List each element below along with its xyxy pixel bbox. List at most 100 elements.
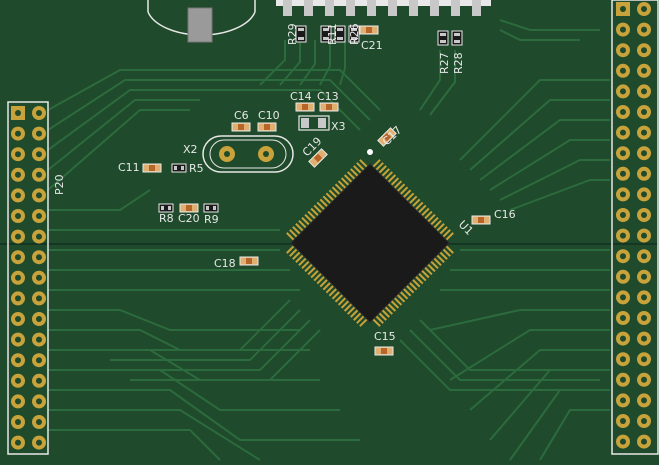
label-c16: C16 (494, 208, 516, 221)
ic-pin (414, 201, 424, 211)
ic-pin (331, 186, 341, 195)
p20-pin-hole (15, 357, 21, 364)
capacitor (231, 122, 251, 132)
ic-pin (405, 192, 415, 202)
p20-pin-hole (15, 110, 21, 116)
label-r5: R5 (189, 162, 204, 175)
ic-pin (304, 263, 313, 273)
ic-pin (331, 291, 341, 300)
top-connector-pad (367, 0, 376, 16)
p20-pin-hole (36, 110, 42, 116)
label-r27: R27 (438, 52, 451, 74)
ic-pin (436, 254, 445, 263)
ic-pin (381, 309, 390, 318)
ic-pin (346, 306, 356, 315)
resistor-pad (351, 37, 357, 40)
label-r8: R8 (159, 212, 174, 225)
ic-pin (430, 216, 439, 226)
header-p20 (7, 101, 49, 455)
top-connector-pad (409, 0, 418, 16)
right-header-pin-hole (620, 397, 626, 404)
ic-pin (350, 309, 359, 318)
ic-pin (350, 168, 359, 177)
p20-pin-hole (15, 295, 21, 302)
label-x2: X2 (183, 143, 198, 156)
right-header-pin-hole (620, 315, 626, 321)
p20-pin-hole (15, 274, 21, 281)
ic-pin (301, 260, 310, 270)
capacitor (377, 127, 397, 147)
ic-pin (319, 278, 329, 288)
ic-pin (307, 266, 316, 276)
ic-pin (393, 180, 403, 189)
ic-pin (421, 269, 430, 279)
ic-pin (353, 312, 362, 321)
capacitor (142, 163, 162, 173)
ic-pin (301, 216, 310, 226)
ic-pin (408, 195, 418, 205)
right-header-pin-hole (641, 232, 647, 239)
ic-pin (286, 232, 295, 241)
ic-pin (313, 204, 322, 214)
ic-pin (359, 318, 368, 327)
ic-pin (328, 189, 338, 199)
ic-pin (378, 165, 387, 174)
resistor-body (295, 25, 307, 43)
p20-pin-hole (15, 377, 21, 384)
right-header-pin-hole (641, 191, 647, 198)
right-header-pin-hole (641, 356, 647, 363)
ic-pin (359, 159, 368, 168)
ic-pin (445, 232, 454, 241)
ic-pin (316, 201, 326, 211)
ic-pin (319, 198, 329, 208)
capacitor (359, 25, 379, 35)
right-header-pin-hole (620, 232, 626, 239)
ic-pin (289, 229, 298, 238)
capacitor (319, 102, 339, 112)
ic-pin (387, 303, 397, 312)
r29-r11-r26 (295, 25, 360, 43)
resistor (158, 203, 174, 213)
right-header-pin-hole (641, 438, 647, 445)
top-connector-pad (346, 0, 355, 16)
p20-pin-hole (36, 130, 42, 137)
resistor-pad (298, 28, 304, 31)
p20-pin-hole (15, 316, 21, 322)
label-c10: C10 (258, 109, 280, 122)
ic-pin (325, 284, 335, 294)
ic-pin (292, 226, 301, 235)
right-header-pin-hole (620, 26, 626, 33)
ic-pin (384, 306, 394, 315)
right-header-pin-hole (641, 170, 647, 177)
ic-pin (337, 297, 347, 306)
ic-pin (411, 278, 421, 288)
ic-pin (381, 168, 390, 177)
capacitor (374, 346, 394, 356)
right-header-pin-hole (641, 26, 647, 33)
ic-pin (322, 281, 332, 291)
ic-pin (396, 294, 406, 303)
capacitor (295, 102, 315, 112)
ic-pin (408, 281, 418, 291)
ic-pin (418, 204, 427, 214)
ic-pin (384, 171, 394, 180)
right-header-pin-hole (620, 150, 626, 157)
p20-pin-hole (36, 316, 42, 322)
ic-pin (433, 257, 442, 267)
ic-pin (316, 275, 326, 285)
ic-pin (421, 207, 430, 217)
capacitor (239, 256, 259, 266)
pin1-dot (367, 149, 373, 155)
capacitors (142, 25, 491, 356)
top-connector-pad (304, 0, 313, 16)
capacitor (308, 148, 328, 168)
resistor-pad (323, 37, 329, 40)
p20-pin-hole (15, 130, 21, 137)
right-header-pin-hole (641, 47, 647, 54)
right-header-pin-hole (620, 212, 626, 218)
p20-pin-hole (15, 192, 21, 199)
p20-pin-hole (15, 336, 21, 343)
ic-pin (402, 189, 412, 199)
p20-pin-hole (15, 398, 21, 405)
